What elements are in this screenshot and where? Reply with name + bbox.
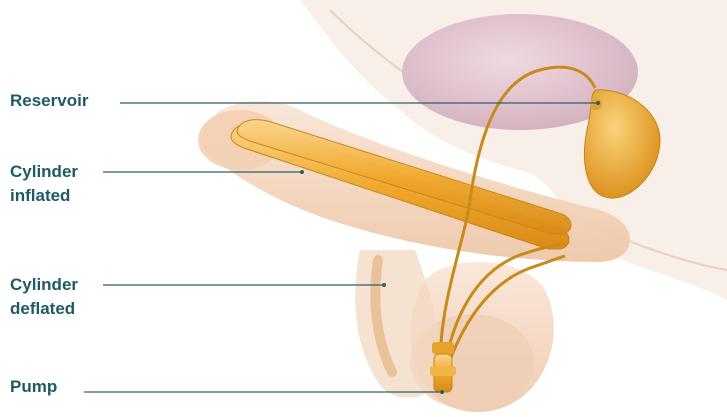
label-cylinder-inflated: Cylinder inflated	[10, 160, 78, 208]
label-pump: Pump	[10, 375, 57, 399]
reservoir-port	[590, 98, 602, 110]
leader-dot-cylinder-deflated	[382, 283, 386, 287]
label-reservoir: Reservoir	[10, 89, 88, 113]
leader-dot-cylinder-inflated	[300, 170, 304, 174]
flaccid-penis	[355, 250, 441, 398]
leader-dot-reservoir	[596, 101, 600, 105]
leader-dot-pump	[440, 390, 444, 394]
label-cylinder-deflated: Cylinder deflated	[10, 273, 78, 321]
pump	[430, 342, 456, 392]
